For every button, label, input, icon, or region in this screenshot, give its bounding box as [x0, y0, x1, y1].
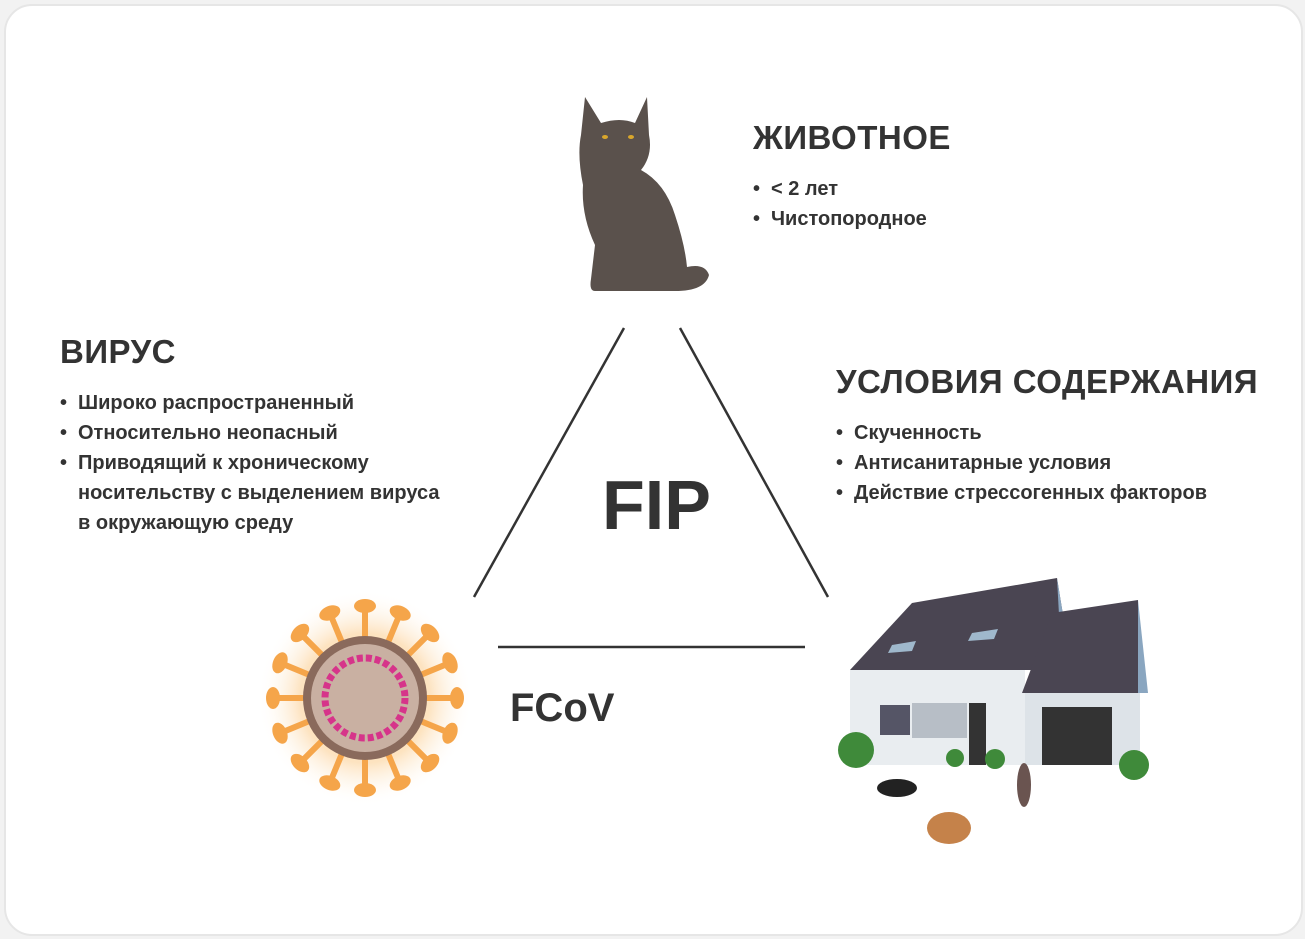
virus-spike	[405, 623, 440, 658]
agent-label-fcov: FCoV	[510, 686, 615, 730]
virus-spike	[385, 605, 411, 644]
virus-spike	[272, 652, 311, 678]
virus-item: Относительно неопасный	[60, 418, 440, 448]
virus-illustration	[257, 590, 473, 806]
virus-spike	[419, 718, 458, 744]
environment-title: УСЛОВИЯ СОДЕРЖАНИЯ	[836, 363, 1259, 400]
virus-spike	[385, 752, 411, 791]
animal-group: ЖИВОТНОЕ < 2 лет Чистопородное	[753, 118, 951, 234]
environment-item: Скученность	[836, 418, 1258, 448]
line-left	[472, 327, 626, 598]
virus-spike	[405, 738, 440, 773]
animal-list: < 2 лет Чистопородное	[753, 174, 951, 234]
virus-spike	[419, 652, 458, 678]
environment-item: Антисанитарные условия	[836, 448, 1258, 478]
virus-item: Широко распространенный	[60, 388, 440, 418]
animal-item: < 2 лет	[753, 174, 951, 204]
virus-spike	[266, 687, 305, 709]
virus-title: ВИРУС	[60, 333, 176, 370]
cat-illustration	[579, 97, 709, 291]
virus-spike	[290, 738, 325, 773]
animal-title: ЖИВОТНОЕ	[753, 119, 951, 156]
center-label-fip: FIP	[602, 466, 711, 544]
environment-list: Скученность Антисанитарные условия Дейст…	[836, 418, 1258, 508]
environment-group: УСЛОВИЯ СОДЕРЖАНИЯ Скученность Антисанит…	[836, 362, 1258, 508]
virus-spike	[425, 687, 464, 709]
animal-item: Чистопородное	[753, 204, 951, 234]
virus-spike	[354, 599, 376, 638]
virus-spike	[290, 623, 325, 658]
virus-list: Широко распространенный Относительно нео…	[60, 388, 440, 538]
virus-spike	[319, 605, 345, 644]
house-illustration	[838, 578, 1149, 844]
virus-item: Приводящий к хроническому носительству с…	[60, 448, 440, 538]
virus-group: ВИРУС Широко распространенный Относитель…	[60, 332, 440, 538]
environment-item: Действие стрессогенных факторов	[836, 478, 1258, 508]
virus-spike	[272, 718, 311, 744]
virus-spike	[354, 758, 376, 797]
virus-spike	[319, 752, 345, 791]
line-right	[678, 327, 830, 598]
